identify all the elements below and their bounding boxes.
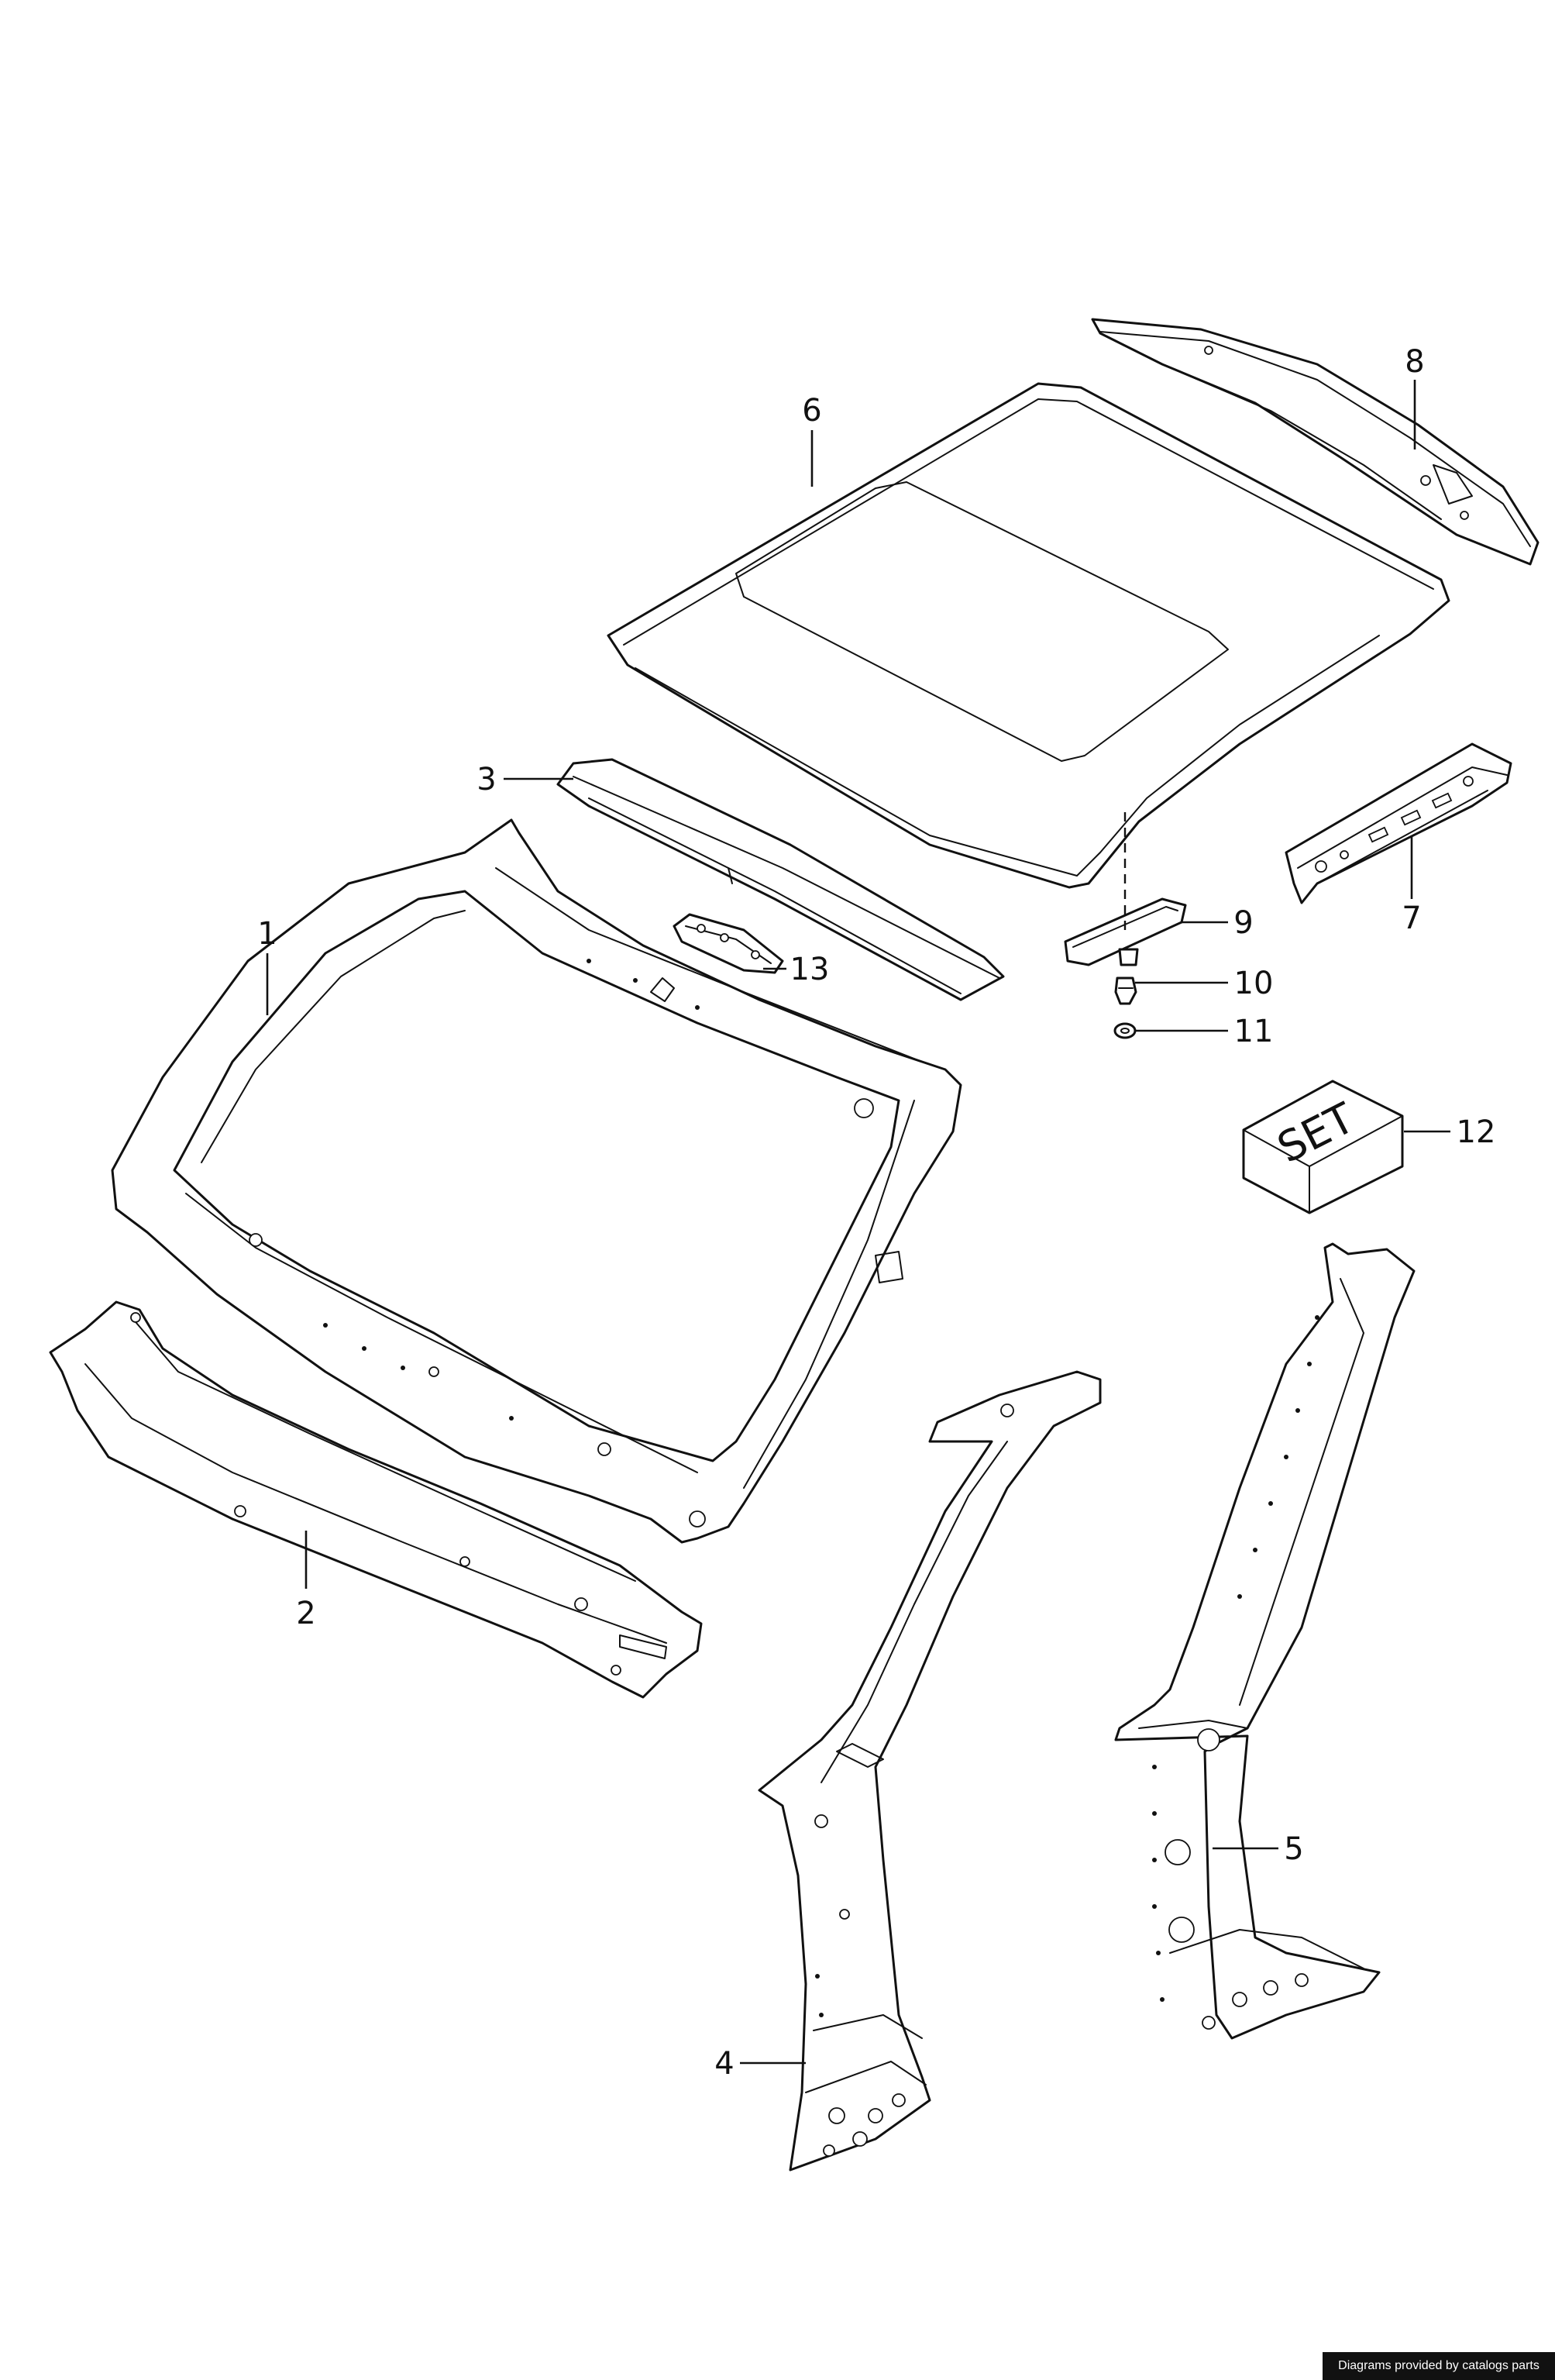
leader-lines	[266, 380, 1450, 2065]
clip-part-10	[1114, 976, 1137, 1005]
callout-3: 3	[476, 762, 496, 797]
callout-13: 13	[790, 952, 830, 987]
callout-5: 5	[1284, 1831, 1303, 1867]
callout-9: 9	[1233, 905, 1253, 941]
callout-10: 10	[1234, 966, 1274, 1001]
windshield-frame-part-1	[111, 818, 962, 1544]
credit-label: Diagrams provided by catalogs parts	[1323, 2352, 1555, 2380]
roof-rail-bracket-part-7	[1285, 742, 1512, 904]
callout-7: 7	[1402, 901, 1421, 936]
a-pillar-part-4	[758, 1370, 1102, 2172]
callout-12: 12	[1457, 1114, 1496, 1150]
b-pillar-part-5	[1114, 1242, 1416, 2040]
roof-panel-part-6	[607, 382, 1450, 889]
set-box-part-12: SET	[1242, 1080, 1404, 1214]
bracket-strip-part-13	[673, 913, 784, 974]
callout-labels: 1 2 3 4 5 6 7 8 9 10 11 12 13	[257, 344, 1495, 2082]
washer-part-11	[1113, 1022, 1137, 1039]
callout-1: 1	[257, 916, 277, 952]
rear-roof-crossmember-part-8	[1091, 318, 1540, 566]
callout-8: 8	[1405, 344, 1424, 380]
front-roof-bow-part-3	[556, 758, 1005, 1001]
cowl-panel-part-2	[49, 1300, 703, 1699]
callout-11: 11	[1234, 1014, 1274, 1049]
callout-6: 6	[802, 393, 821, 429]
callout-4: 4	[714, 2046, 734, 2082]
callout-2: 2	[296, 1596, 315, 1631]
